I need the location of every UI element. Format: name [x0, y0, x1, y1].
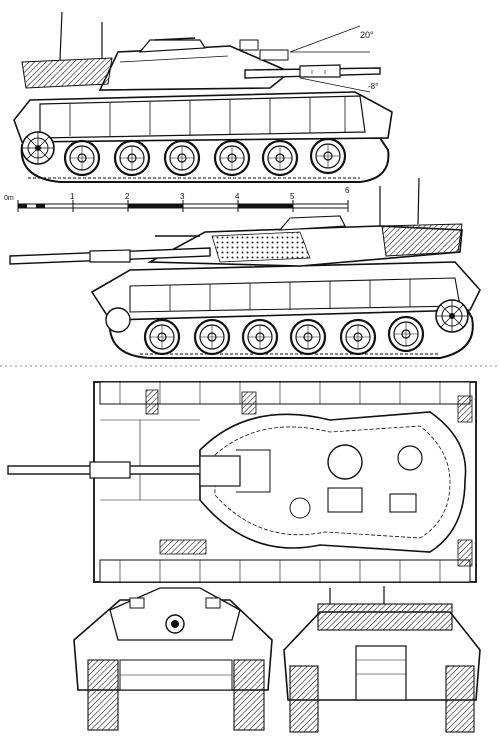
top-view — [7, 381, 477, 583]
scale-tick-2: 2 — [125, 192, 130, 201]
scale-tick-5: 5 — [290, 192, 295, 201]
depression-angle-label: -8° — [368, 82, 378, 91]
elevation-angle-label: 20° — [360, 30, 374, 40]
scale-tick-1: 1 — [70, 192, 75, 201]
side-view-right: 20° -8° — [13, 11, 393, 183]
rear-view — [283, 586, 481, 733]
scale-tick-4: 4 — [235, 192, 240, 201]
scale-tick-6: 6 — [345, 186, 350, 195]
scale-tick-3: 3 — [180, 192, 185, 201]
scale-unit-label: 0m — [4, 195, 14, 202]
scale-bar: 0m 1 2 3 4 5 6 — [4, 186, 350, 212]
front-view — [73, 587, 273, 731]
side-view-left — [9, 177, 481, 359]
